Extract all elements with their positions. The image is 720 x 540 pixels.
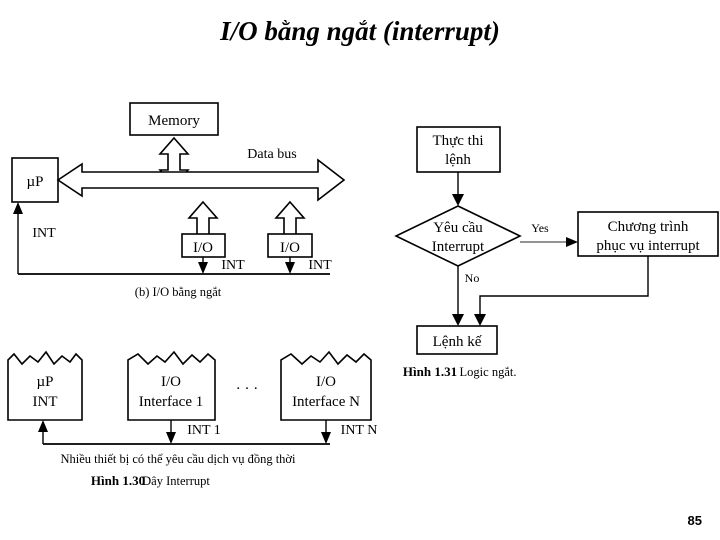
page-title: I/O bằng ngắt (interrupt) xyxy=(220,16,500,46)
io2-interrupt-label: INT xyxy=(308,258,332,273)
figure-130-note: Nhiều thiết bị có thể yêu cầu dịch vụ đồ… xyxy=(60,452,296,466)
intn-label: INT N xyxy=(341,423,378,438)
figure-io-interrupt-bus: Memory µP Data bus I/O I/O INT INT INT xyxy=(11,102,346,299)
next-instruction-label: Lệnh kế xyxy=(433,334,482,350)
yes-label: Yes xyxy=(531,221,549,235)
interrupt-service-routine-box xyxy=(577,211,719,257)
cpu-torn-box xyxy=(7,350,83,421)
isr-return-line xyxy=(479,256,649,318)
io1-line1: I/O xyxy=(161,374,181,390)
decision-line1: Yêu cầu xyxy=(433,220,483,236)
io-interface-1-box xyxy=(127,350,216,421)
io2-interrupt-arrowhead-icon xyxy=(285,262,295,274)
isr-return-arrowhead-icon xyxy=(474,314,486,326)
execute-instruction-line2: lệnh xyxy=(445,152,471,168)
figure-131-caption-bold: Hình 1.31 xyxy=(403,364,457,379)
io1-interrupt-label: INT xyxy=(221,258,245,273)
no-branch-arrowhead-icon xyxy=(452,314,464,326)
interrupt-request-decision xyxy=(394,205,522,267)
no-label: No xyxy=(465,271,480,285)
ion-line2: Interface N xyxy=(292,394,360,410)
figure-interrupt-logic-flowchart: Thực thi lệnh Yêu cầu Interrupt Yes Chươ… xyxy=(394,126,719,379)
figure-130-caption-bold: Hình 1.30 xyxy=(91,473,145,488)
intn-arrowhead-icon xyxy=(321,432,331,444)
figure-131-caption-rest: Logic ngắt. xyxy=(460,365,517,379)
memory-label: Memory xyxy=(148,113,200,129)
ion-line1: I/O xyxy=(316,374,336,390)
cpu-int-arrowhead-icon xyxy=(38,420,48,432)
interface-ellipsis: · · · xyxy=(236,381,259,397)
cpu-box xyxy=(11,157,59,203)
cpu-torn-line2: INT xyxy=(33,394,58,410)
yes-branch-arrowhead-icon xyxy=(566,237,578,247)
io-label-1: I/O xyxy=(193,240,213,256)
next-instruction-box xyxy=(416,325,498,355)
isr-line2: phục vụ interrupt xyxy=(596,238,700,254)
interrupt-cpu-label: INT xyxy=(32,226,56,241)
figure-130-caption-rest: Dây Interrupt xyxy=(142,474,210,488)
figure-daisy-chain-interrupt: µP INT I/O Interface 1 · · · I/O Interfa… xyxy=(7,350,378,488)
io1-interrupt-arrowhead-icon xyxy=(198,262,208,274)
cpu-label: µP xyxy=(27,174,44,190)
io-interface-n-box xyxy=(280,350,372,421)
data-bus-arrow-icon xyxy=(56,158,346,202)
figure-b-caption: (b) I/O bằng ngắt xyxy=(135,285,222,299)
cpu-torn-line1: µP xyxy=(37,374,54,390)
io-label-2: I/O xyxy=(280,240,300,256)
exec-to-decision-arrowhead-icon xyxy=(452,194,464,206)
int1-label: INT 1 xyxy=(187,423,221,438)
isr-line1: Chương trình xyxy=(608,219,689,235)
decision-line2: Interrupt xyxy=(432,239,485,255)
execute-instruction-line1: Thực thi xyxy=(432,133,483,149)
memory-box xyxy=(129,102,219,136)
execute-instruction-box xyxy=(416,126,501,173)
int1-arrowhead-icon xyxy=(166,432,176,444)
data-bus-label: Data bus xyxy=(247,147,296,162)
interrupt-cpu-arrowhead-icon xyxy=(13,202,23,214)
io1-line2: Interface 1 xyxy=(139,394,204,410)
page-number: 85 xyxy=(687,513,702,528)
